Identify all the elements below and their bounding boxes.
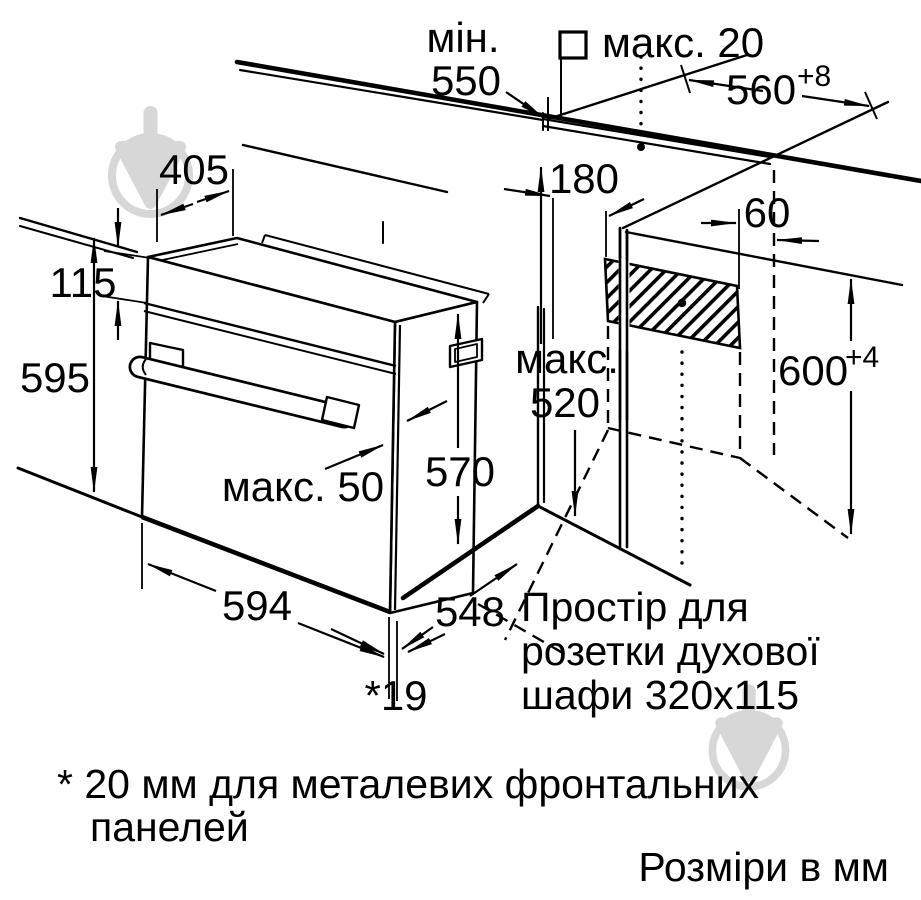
dim-oven-height: 595 [20, 354, 90, 401]
socket-note-line1: Простір для [521, 584, 749, 630]
dim-niche-width: 560 [726, 66, 796, 113]
hidden-edge-dashed-lines [477, 170, 849, 658]
dim-front-gap: *19 [364, 672, 427, 719]
dim-top-depth: 405 [159, 146, 229, 193]
dotted-reference-lines [639, 55, 684, 574]
socket-center-dot [677, 298, 687, 308]
socket-note-line2: розетки духової [521, 628, 820, 674]
dim-min-niche-depth: 548 [435, 588, 505, 635]
oven-drawing [128, 234, 490, 615]
gap-reference-dot [637, 143, 645, 151]
handle-right-cap [320, 395, 361, 430]
footnote-line1: * 20 мм для металевих фронтальних [57, 761, 760, 807]
dim-panel-height: 115 [50, 259, 117, 306]
socket-note-line3: шафи 320x115 [521, 672, 799, 718]
dim-min-550-label: мін. [426, 14, 499, 61]
footnote-line2: панелей [90, 804, 249, 850]
cabinet-lines [16, 53, 921, 551]
dimension-lines [90, 58, 878, 701]
dim-socket-side: 60 [744, 189, 791, 236]
dim-max-depth-value: 520 [530, 379, 600, 426]
dim-min-550-value: 550 [431, 57, 501, 104]
watermark-logo-icon [708, 684, 790, 791]
dim-niche-width-tol: +8 [797, 60, 831, 93]
socket-hatched-area [603, 228, 742, 420]
dim-socket-setback: 180 [549, 155, 619, 202]
dim-max-depth-label: макс. [515, 335, 619, 382]
watermark-logo-icon [108, 106, 193, 218]
dim-niche-height: 600 [778, 347, 848, 394]
dim-oven-width: 594 [222, 582, 292, 629]
dim-max-protrusion: макс. 50 [222, 463, 384, 510]
dim-oven-depth: 570 [425, 448, 495, 495]
units-note: Розміри в мм [638, 844, 889, 890]
niche-floor-lines [400, 503, 692, 601]
dim-niche-height-tol: +4 [845, 341, 879, 374]
max-gap-square-icon [558, 30, 588, 60]
legend-max-gap: макс. 20 [602, 19, 764, 66]
